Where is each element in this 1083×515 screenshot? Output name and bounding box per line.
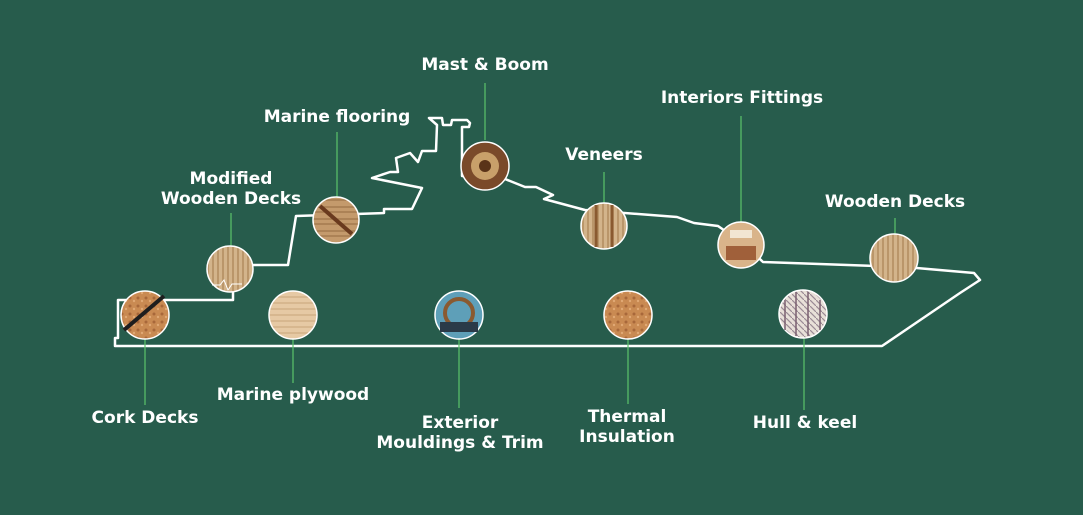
label-thermal-insulation-line2: Insulation bbox=[579, 427, 675, 447]
label-hull-keel-text: Hull & keel bbox=[752, 413, 858, 433]
label-exterior-mouldings-line2: Mouldings & Trim bbox=[376, 433, 544, 453]
interiors-fittings-image bbox=[717, 221, 765, 269]
label-wooden-decks-text: Wooden Decks bbox=[824, 192, 966, 212]
modified-wooden-decks-image bbox=[206, 245, 254, 293]
hull-keel-image bbox=[778, 289, 828, 339]
marine-plywood-image bbox=[268, 290, 318, 340]
thermal-insulation-image bbox=[603, 290, 653, 340]
label-marine-plywood: Marine plywood bbox=[217, 385, 369, 405]
leader-lines bbox=[144, 83, 896, 410]
label-thermal-insulation: Thermal Insulation bbox=[579, 407, 675, 447]
label-marine-flooring: Marine flooring bbox=[264, 107, 411, 127]
mast-boom-image bbox=[460, 141, 510, 191]
label-modified-wooden-decks-line1: Modified bbox=[189, 169, 273, 189]
label-modified-wooden-decks: Modified Wooden Decks bbox=[161, 169, 301, 209]
label-marine-plywood-text: Marine plywood bbox=[216, 385, 370, 405]
label-cork-decks: Cork Decks bbox=[92, 408, 199, 428]
cork-decks-image bbox=[120, 290, 170, 340]
label-mast-boom: Mast & Boom bbox=[421, 55, 548, 75]
label-veneers-text: Veneers bbox=[565, 145, 643, 165]
veneers-image bbox=[580, 202, 628, 250]
wooden-decks-image bbox=[869, 233, 919, 283]
label-modified-wooden-decks-line2: Wooden Decks bbox=[160, 189, 302, 209]
label-cork-decks-text: Cork Decks bbox=[91, 408, 199, 428]
marine-flooring-image bbox=[312, 196, 360, 244]
label-wooden-decks: Wooden Decks bbox=[825, 192, 965, 212]
label-thermal-insulation-line1: Thermal bbox=[587, 407, 667, 427]
label-exterior-mouldings-line1: Exterior bbox=[421, 413, 499, 433]
exterior-mouldings-image bbox=[434, 290, 484, 340]
label-marine-flooring-text: Marine flooring bbox=[263, 107, 411, 127]
label-mast-boom-text: Mast & Boom bbox=[421, 55, 549, 75]
label-interiors-fittings: Interiors Fittings bbox=[661, 88, 823, 108]
label-hull-keel: Hull & keel bbox=[753, 413, 857, 433]
label-exterior-mouldings: Exterior Mouldings & Trim bbox=[376, 413, 543, 453]
label-veneers: Veneers bbox=[565, 145, 642, 165]
boat-outline bbox=[113, 116, 982, 348]
label-interiors-fittings-text: Interiors Fittings bbox=[660, 88, 824, 108]
